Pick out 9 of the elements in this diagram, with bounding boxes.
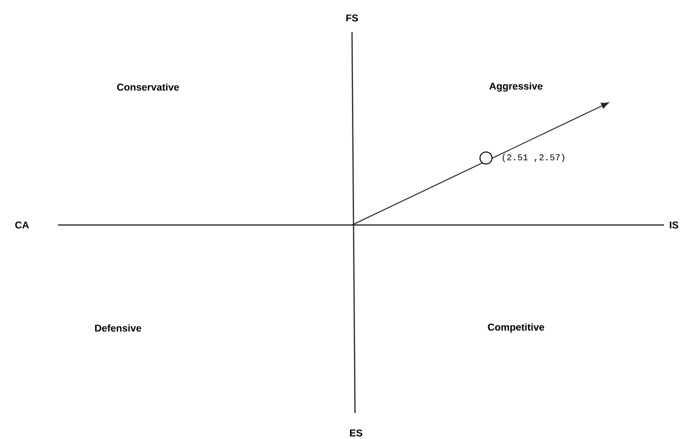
quadrant-label: Competitive [488,323,544,333]
axis-label: CA [15,221,29,229]
quadrant-label: Defensive [95,324,142,332]
axis-label: FS [346,14,358,22]
quadrant-label: Aggressive [489,82,543,92]
axis-label: ES [350,429,362,437]
quadrant-label: Conservative [117,83,179,91]
point-label: (2.51 ,2.57) [502,154,564,162]
axis-label: IS [670,221,678,229]
